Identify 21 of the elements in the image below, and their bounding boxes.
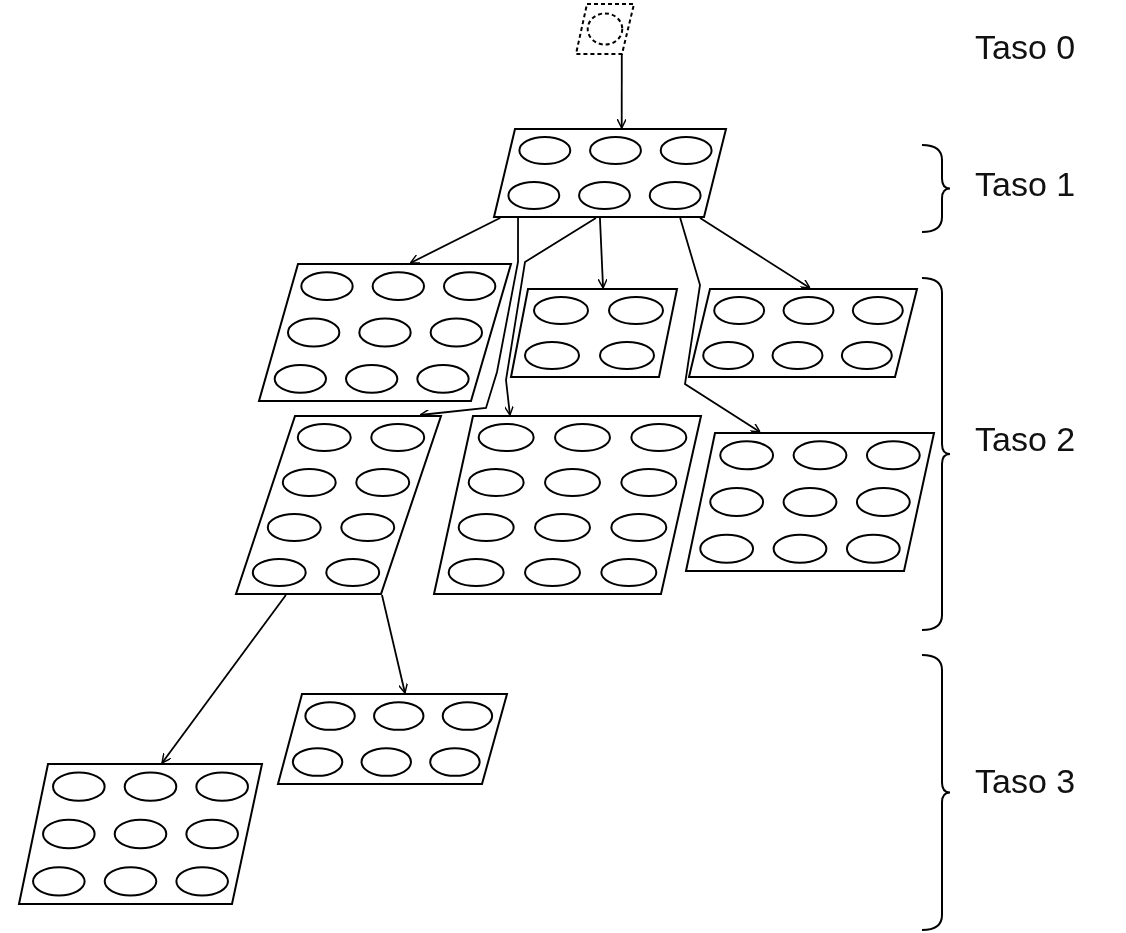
arrow	[409, 217, 501, 264]
ellipse-grid-panel	[18, 763, 263, 905]
ellipse-grid-panel	[493, 128, 727, 218]
arrow	[699, 217, 811, 289]
arrow	[597, 217, 608, 289]
level-label: Taso 1	[975, 165, 1076, 204]
arrow	[161, 594, 287, 764]
arrow	[381, 594, 408, 694]
level-label: Taso 2	[975, 420, 1076, 459]
ellipse-grid-panel	[235, 415, 442, 595]
arrow	[679, 217, 761, 433]
ellipse-grid-panel	[575, 3, 635, 55]
arrow	[503, 217, 597, 416]
ellipse-grid-panel	[510, 288, 678, 378]
arrow	[616, 54, 627, 129]
level-label: Taso 0	[975, 28, 1076, 67]
level-label: Taso 3	[975, 762, 1076, 801]
ellipse-grid-panel	[685, 432, 935, 572]
ellipse-grid-panel	[433, 415, 702, 595]
ellipse-grid-panel	[688, 288, 918, 378]
ellipse-grid-panel	[277, 693, 508, 785]
